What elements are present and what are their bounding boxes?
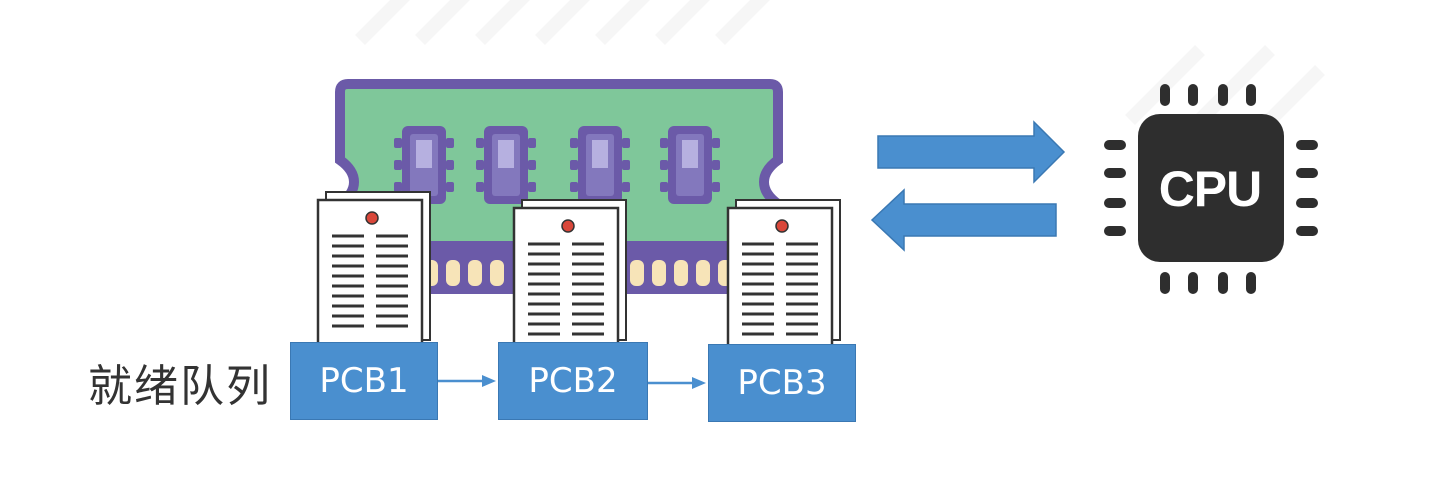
pcb-box-1: PCB1 bbox=[290, 342, 438, 420]
cpu-label: CPU bbox=[1158, 161, 1263, 217]
pcb-box-3: PCB3 bbox=[708, 344, 856, 422]
queue-link-arrow bbox=[438, 375, 496, 387]
ram-chips bbox=[394, 126, 720, 204]
pcb-label: PCB1 bbox=[319, 361, 409, 401]
queue-link-arrow bbox=[648, 377, 706, 389]
document-icon bbox=[726, 199, 841, 350]
document-icon bbox=[512, 199, 627, 350]
pcb-label: PCB3 bbox=[737, 363, 827, 403]
ready-queue-label: 就绪队列 bbox=[88, 361, 272, 412]
arrow-right-icon bbox=[877, 120, 1066, 184]
pcb-label: PCB2 bbox=[528, 361, 618, 401]
arrow-left-icon bbox=[870, 188, 1057, 252]
document-icon bbox=[316, 191, 431, 350]
pcb-box-2: PCB2 bbox=[498, 342, 648, 420]
cpu-chip-icon bbox=[1104, 84, 1318, 294]
